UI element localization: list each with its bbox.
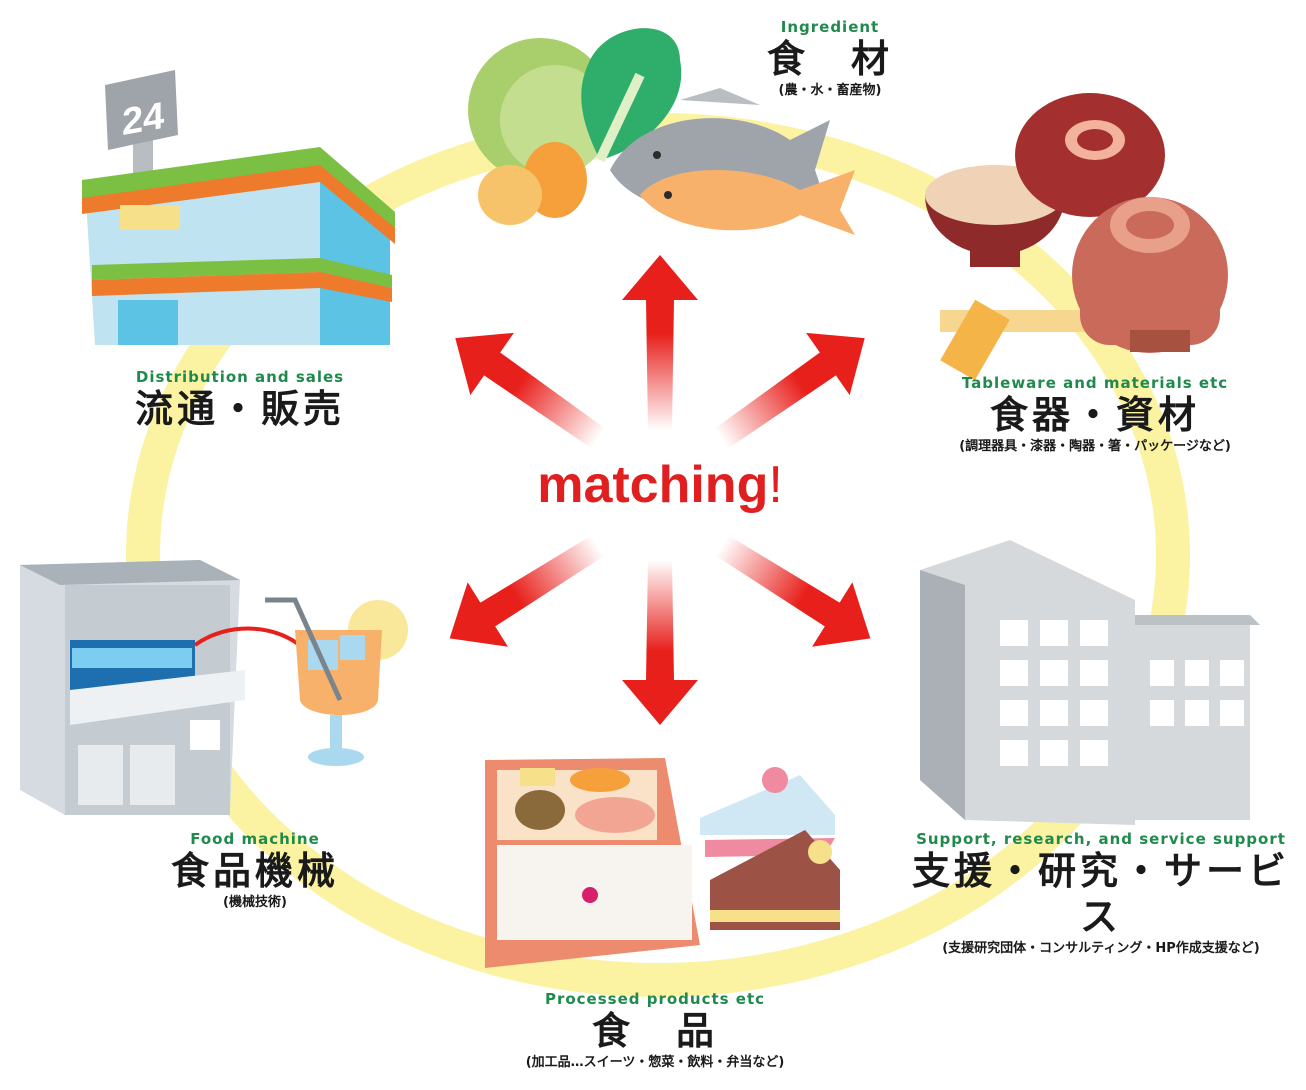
label-tableware-jp: 食器・資材 [989, 393, 1200, 437]
label-ingredient-sub: (農・水・畜産物) [778, 83, 882, 98]
arrow-up [622, 255, 698, 430]
arrow-down [622, 560, 698, 725]
label-ingredient: Ingredient 食 材 (農・水・畜産物) [730, 18, 930, 100]
label-distribution-en: Distribution and sales [135, 368, 345, 386]
label-tableware-sub: (調理器具・漆器・陶器・箸・パッケージなど) [959, 439, 1231, 454]
label-support-en: Support, research, and service support [916, 830, 1286, 848]
store-sign-number: 24 [122, 94, 165, 144]
ice-machine-icon [20, 560, 408, 815]
label-ingredient-en: Ingredient [780, 18, 880, 36]
label-machine: Food machine 食品機械 (機械技術) [140, 830, 370, 912]
convenience-store-icon: 24 [82, 70, 395, 345]
vegetables-and-fish-icon [468, 28, 855, 235]
label-processed-sub: (加工品…スイーツ・惣菜・飲料・弁当など) [525, 1055, 785, 1070]
label-distribution: Distribution and sales 流通・販売 [110, 368, 370, 432]
label-machine-en: Food machine [190, 830, 320, 848]
office-building-icon [920, 540, 1260, 825]
label-tableware-en: Tableware and materials etc [961, 374, 1229, 392]
label-distribution-jp: 流通・販売 [134, 387, 345, 431]
label-support-sub: (支援研究団体・コンサルティング・HP作成支援など) [942, 941, 1260, 956]
bowls-and-chopsticks-icon [925, 93, 1228, 381]
label-support: Support, research, and service support 支… [896, 830, 1306, 958]
matching-title: matching! [537, 456, 783, 514]
arrow-upper-left [455, 332, 606, 449]
arrow-lower-right [715, 535, 871, 647]
label-machine-sub: (機械技術) [223, 895, 287, 910]
bento-and-cake-icon [485, 758, 840, 968]
label-processed: Processed products etc 食 品 (加工品…スイーツ・惣菜・… [490, 990, 820, 1072]
label-machine-jp: 食品機械 [170, 849, 339, 893]
label-processed-jp: 食 品 [591, 1009, 718, 1053]
label-ingredient-jp: 食 材 [766, 37, 893, 81]
arrow-lower-left [449, 535, 605, 647]
arrow-upper-right [714, 332, 865, 449]
label-tableware: Tableware and materials etc 食器・資材 (調理器具・… [915, 374, 1275, 456]
label-processed-en: Processed products etc [544, 990, 766, 1008]
label-support-jp: 支援・研究・サービス [911, 849, 1290, 939]
